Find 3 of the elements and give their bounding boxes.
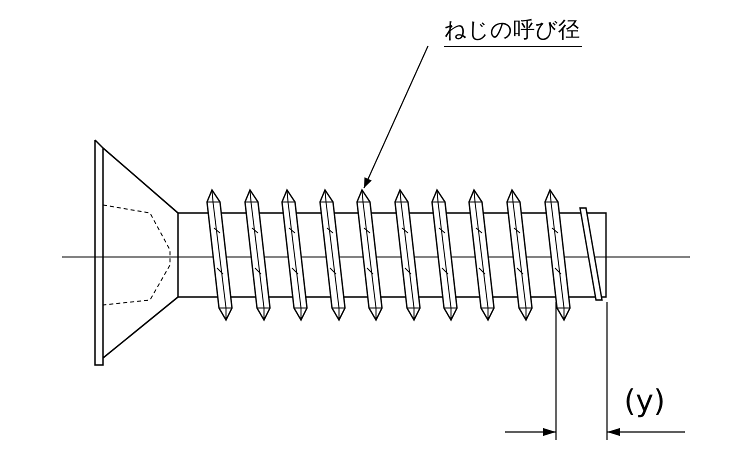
leader-line <box>363 46 429 188</box>
callout-label: ねじの呼び径 <box>444 20 582 47</box>
dimension-label: (y) <box>624 384 666 419</box>
